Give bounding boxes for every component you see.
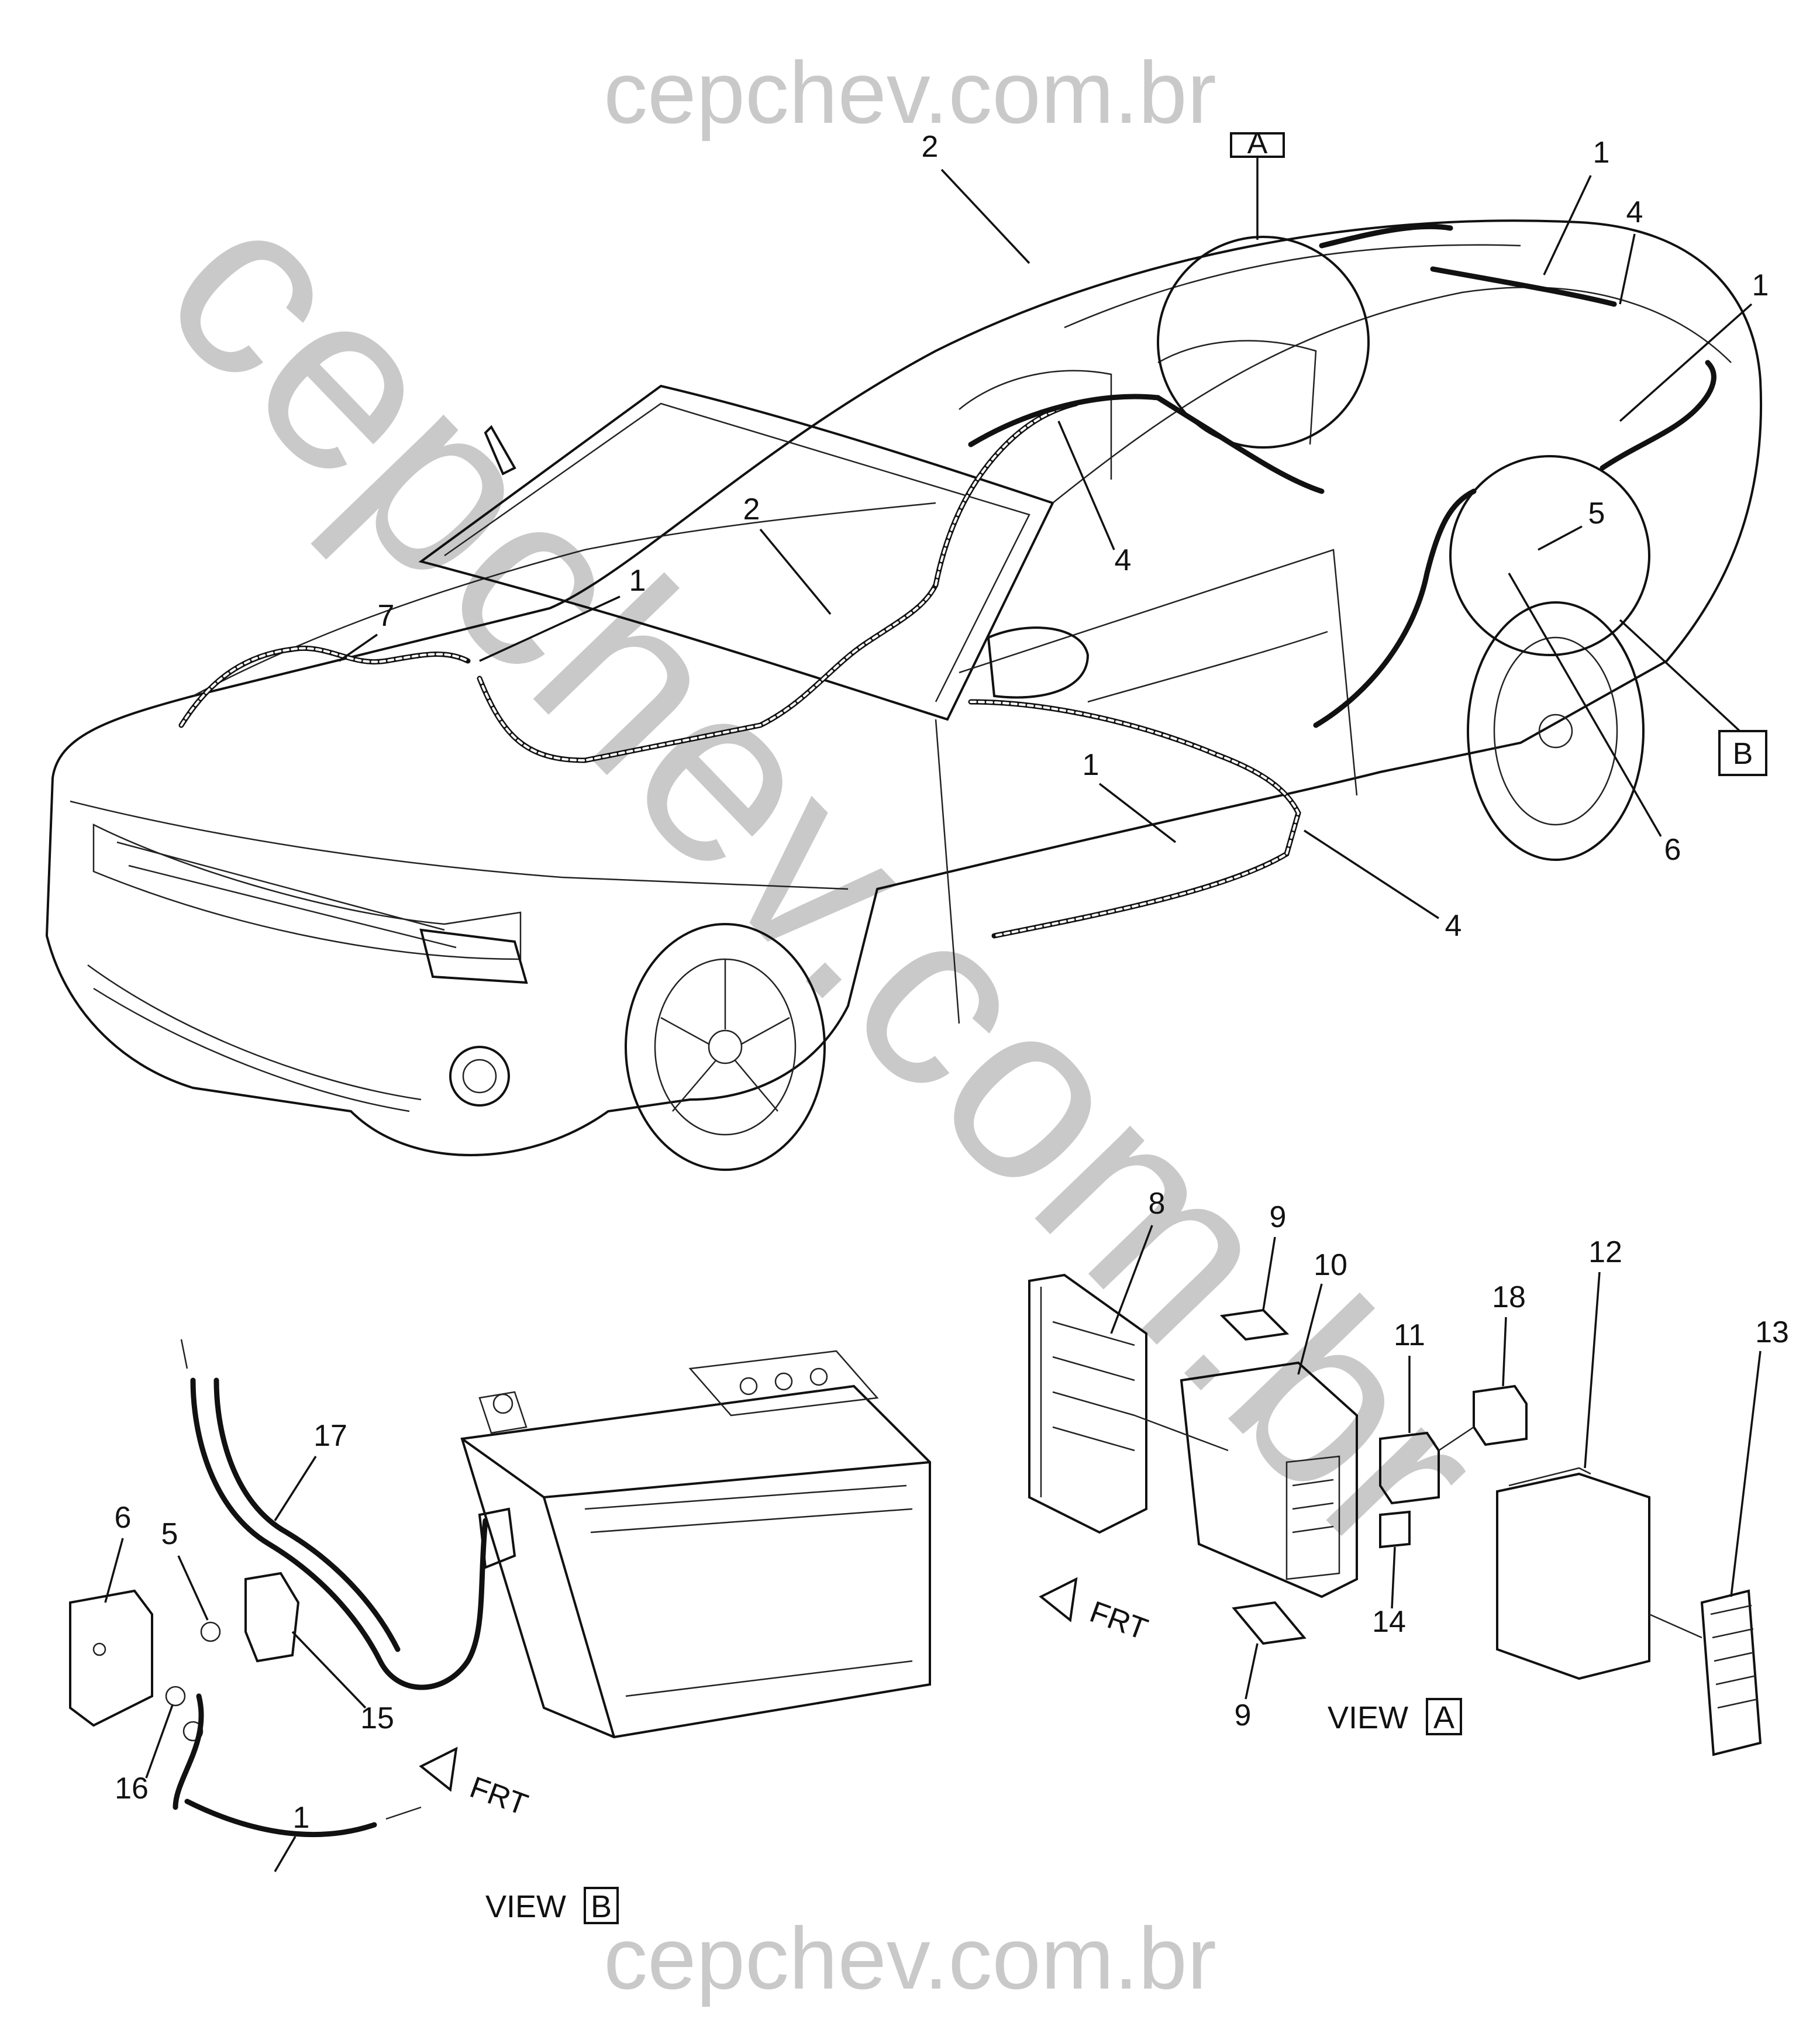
- callout-car-1-mid: 1: [629, 564, 646, 598]
- view-b-letter: B: [591, 1889, 612, 1924]
- watermark-bottom: cepchev.com.br: [604, 1909, 1216, 2007]
- callout-car-1-top: 1: [1593, 136, 1610, 170]
- callout-battery-6: 6: [115, 1501, 132, 1535]
- watermark-top: cepchev.com.br: [604, 43, 1216, 142]
- view-a-prefix: VIEW: [1328, 1700, 1408, 1735]
- frt-label-b: FRT: [466, 1770, 532, 1822]
- callout-car-5: 5: [1588, 497, 1605, 530]
- view-b-box: [584, 1887, 619, 1924]
- callout-fuse-9-bottom: 9: [1235, 1698, 1252, 1732]
- callout-battery-16: 16: [115, 1772, 149, 1806]
- callout-fuse-18: 18: [1492, 1280, 1526, 1314]
- callout-car-4-top: 4: [1626, 195, 1643, 229]
- detail-tag-b-letter: B: [1733, 737, 1753, 771]
- callout-fuse-12: 12: [1588, 1235, 1622, 1269]
- view-a-fuse-block: FRT 8 9 10 11 18 12 13 14 9 VIEW A: [1028, 1187, 1789, 1756]
- car-callouts: 2 1 4 1 2 1 7 4 5 6 1 4: [339, 130, 1769, 943]
- callout-fuse-13: 13: [1755, 1315, 1789, 1349]
- callout-fuse-14: 14: [1372, 1605, 1406, 1639]
- callout-car-4-bottom: 4: [1445, 909, 1462, 943]
- detail-tag-a-letter: A: [1247, 126, 1268, 160]
- callout-battery-17: 17: [313, 1419, 347, 1453]
- callout-car-6: 6: [1664, 833, 1681, 867]
- callout-fuse-8: 8: [1149, 1187, 1166, 1221]
- callout-car-2-mid: 2: [743, 492, 760, 526]
- callout-car-7: 7: [378, 599, 395, 633]
- view-b-prefix: VIEW: [485, 1889, 566, 1924]
- callout-fuse-9-top: 9: [1270, 1200, 1287, 1234]
- view-a-letter: A: [1433, 1700, 1454, 1735]
- callout-fuse-10: 10: [1314, 1248, 1347, 1282]
- detail-circle-b: [1449, 455, 1650, 656]
- callout-battery-1: 1: [293, 1801, 310, 1835]
- vehicle-illustration: [45, 219, 1763, 1171]
- callout-car-4-mid: 4: [1115, 543, 1132, 577]
- detail-circle-a: [1157, 236, 1370, 449]
- harness-routes: [178, 223, 1716, 939]
- detail-tag-a-box: [1230, 132, 1285, 158]
- view-a-box: [1426, 1698, 1462, 1735]
- callout-car-1-bottom: 1: [1083, 748, 1099, 782]
- watermark-diagonal: cepchev.com.br: [112, 146, 1535, 1605]
- callout-battery-5: 5: [161, 1517, 178, 1551]
- detail-tag-b-box: [1718, 730, 1767, 776]
- view-b-battery: FRT 6 5 17 15 16 1 VIEW B: [69, 1339, 931, 1924]
- callout-car-1-right: 1: [1752, 268, 1769, 302]
- callout-fuse-11: 11: [1394, 1318, 1425, 1352]
- callout-car-2-top: 2: [922, 130, 939, 164]
- frt-label-a: FRT: [1085, 1595, 1152, 1647]
